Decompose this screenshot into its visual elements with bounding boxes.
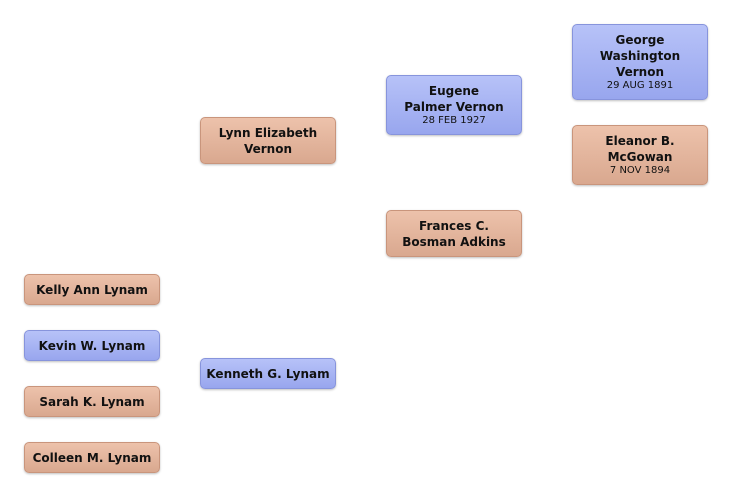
person-name: Colleen M. Lynam (32, 450, 152, 465)
person-name: George Washington Vernon (599, 33, 681, 79)
person-card-eleanor-mcgowan[interactable]: Eleanor B. McGowan 7 NOV 1894 (572, 125, 708, 185)
person-card-kenneth-lynam[interactable]: Kenneth G. Lynam (200, 358, 336, 389)
person-birth-date: 28 FEB 1927 (422, 115, 486, 126)
person-card-colleen-lynam[interactable]: Colleen M. Lynam (24, 442, 160, 473)
person-name: Eleanor B. McGowan (605, 134, 675, 164)
person-card-frances-bosman-adkins[interactable]: Frances C. Bosman Adkins (386, 210, 522, 257)
person-card-eugene-palmer-vernon[interactable]: Eugene Palmer Vernon 28 FEB 1927 (386, 75, 522, 135)
person-name: Lynn Elizabeth Vernon (218, 125, 318, 156)
person-card-lynn-elizabeth-vernon[interactable]: Lynn Elizabeth Vernon (200, 117, 336, 164)
person-card-sarah-lynam[interactable]: Sarah K. Lynam (24, 386, 160, 417)
person-name: Kelly Ann Lynam (36, 282, 148, 297)
person-name: Frances C. Bosman Adkins (402, 218, 506, 249)
person-name: Eugene Palmer Vernon (404, 84, 504, 114)
person-card-george-washington-vernon[interactable]: George Washington Vernon 29 AUG 1891 (572, 24, 708, 100)
person-name: Kevin W. Lynam (38, 338, 146, 353)
person-name: Sarah K. Lynam (39, 394, 145, 409)
person-birth-date: 29 AUG 1891 (606, 80, 674, 91)
person-birth-date: 7 NOV 1894 (609, 165, 671, 176)
person-name: Kenneth G. Lynam (206, 366, 330, 381)
person-card-kelly-ann-lynam[interactable]: Kelly Ann Lynam (24, 274, 160, 305)
person-card-kevin-lynam[interactable]: Kevin W. Lynam (24, 330, 160, 361)
